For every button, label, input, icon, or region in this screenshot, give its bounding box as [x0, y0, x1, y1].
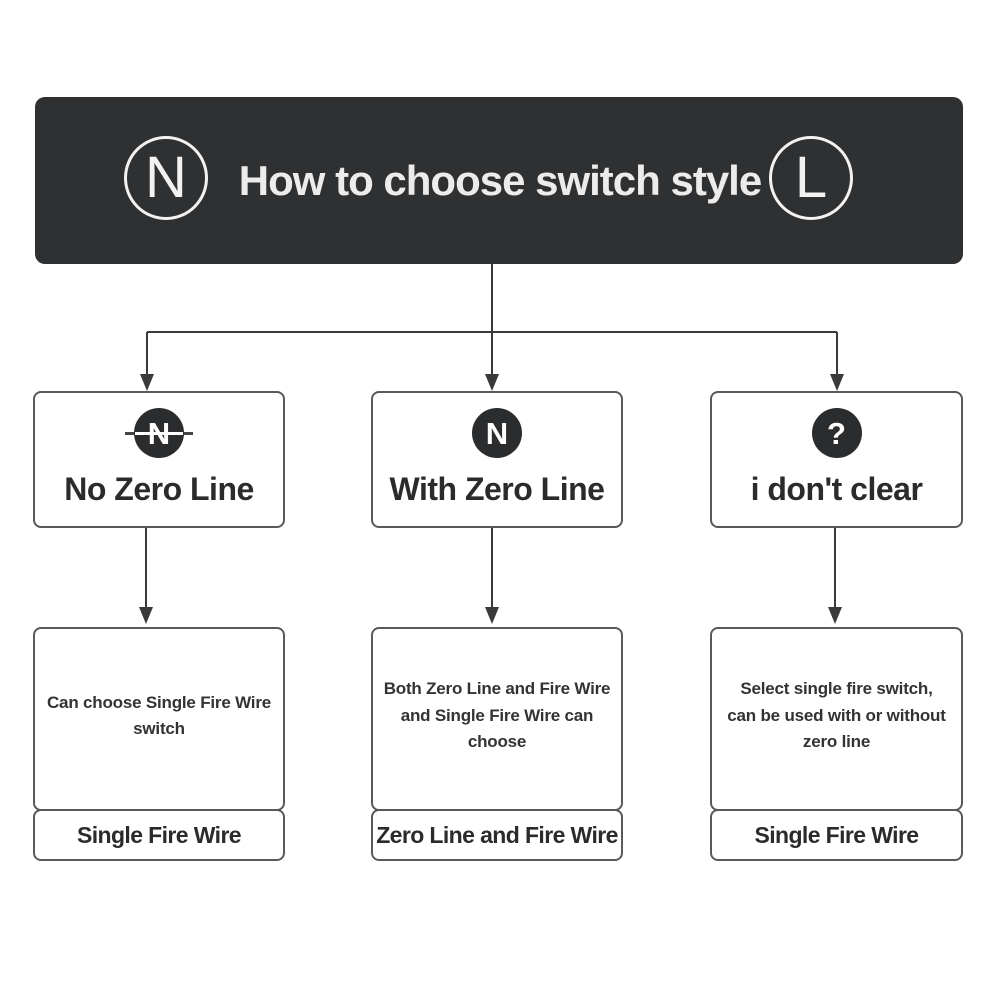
description-box-no-zero-line: Can choose Single Fire Wire switch — [33, 627, 285, 811]
strike-line — [135, 431, 183, 435]
neutral-wire-badge-letter: N — [145, 145, 187, 210]
no-neutral-n-icon: N — [125, 408, 193, 458]
header-banner: N How to choose switch style L — [35, 97, 963, 264]
result-label: Single Fire Wire — [754, 821, 919, 848]
description-box-unsure: Select single fire switch, can be used w… — [710, 627, 963, 811]
result-box-single-fire-wire: Single Fire Wire — [33, 809, 285, 861]
neutral-wire-badge: N — [124, 136, 208, 220]
condition-label: i don't clear — [750, 471, 923, 507]
question-mark-icon: ? — [803, 408, 871, 458]
arrowhead-icon — [828, 607, 842, 624]
live-wire-badge-letter: L — [794, 145, 828, 210]
page-title: How to choose switch style — [238, 156, 762, 204]
description-box-with-zero-line: Both Zero Line and Fire Wire and Single … — [371, 627, 623, 811]
description-text: Can choose Single Fire Wire switch — [46, 692, 271, 738]
condition-label: With Zero Line — [389, 471, 605, 507]
condition-label: No Zero Line — [64, 471, 254, 507]
arrowhead-icon — [140, 374, 154, 391]
arrowhead-icon — [485, 607, 499, 624]
description-text: Both Zero Line and Fire Wire and Single … — [383, 679, 611, 752]
neutral-n-icon: N — [463, 408, 531, 458]
result-box-single-fire-wire: Single Fire Wire — [710, 809, 963, 861]
arrowhead-icon — [485, 374, 499, 391]
arrowhead-icon — [139, 607, 153, 624]
result-box-zero-line-and-fire-wire: Zero Line and Fire Wire — [371, 809, 623, 861]
condition-box-unsure: ? i don't clear — [710, 391, 963, 528]
result-label: Zero Line and Fire Wire — [376, 821, 618, 848]
result-label: Single Fire Wire — [76, 821, 242, 848]
description-text: Select single fire switch, can be used w… — [727, 679, 946, 752]
condition-box-no-zero-line: N No Zero Line — [33, 391, 285, 528]
live-wire-badge: L — [769, 136, 853, 220]
arrowhead-icon — [830, 374, 844, 391]
condition-box-with-zero-line: N With Zero Line — [371, 391, 623, 528]
